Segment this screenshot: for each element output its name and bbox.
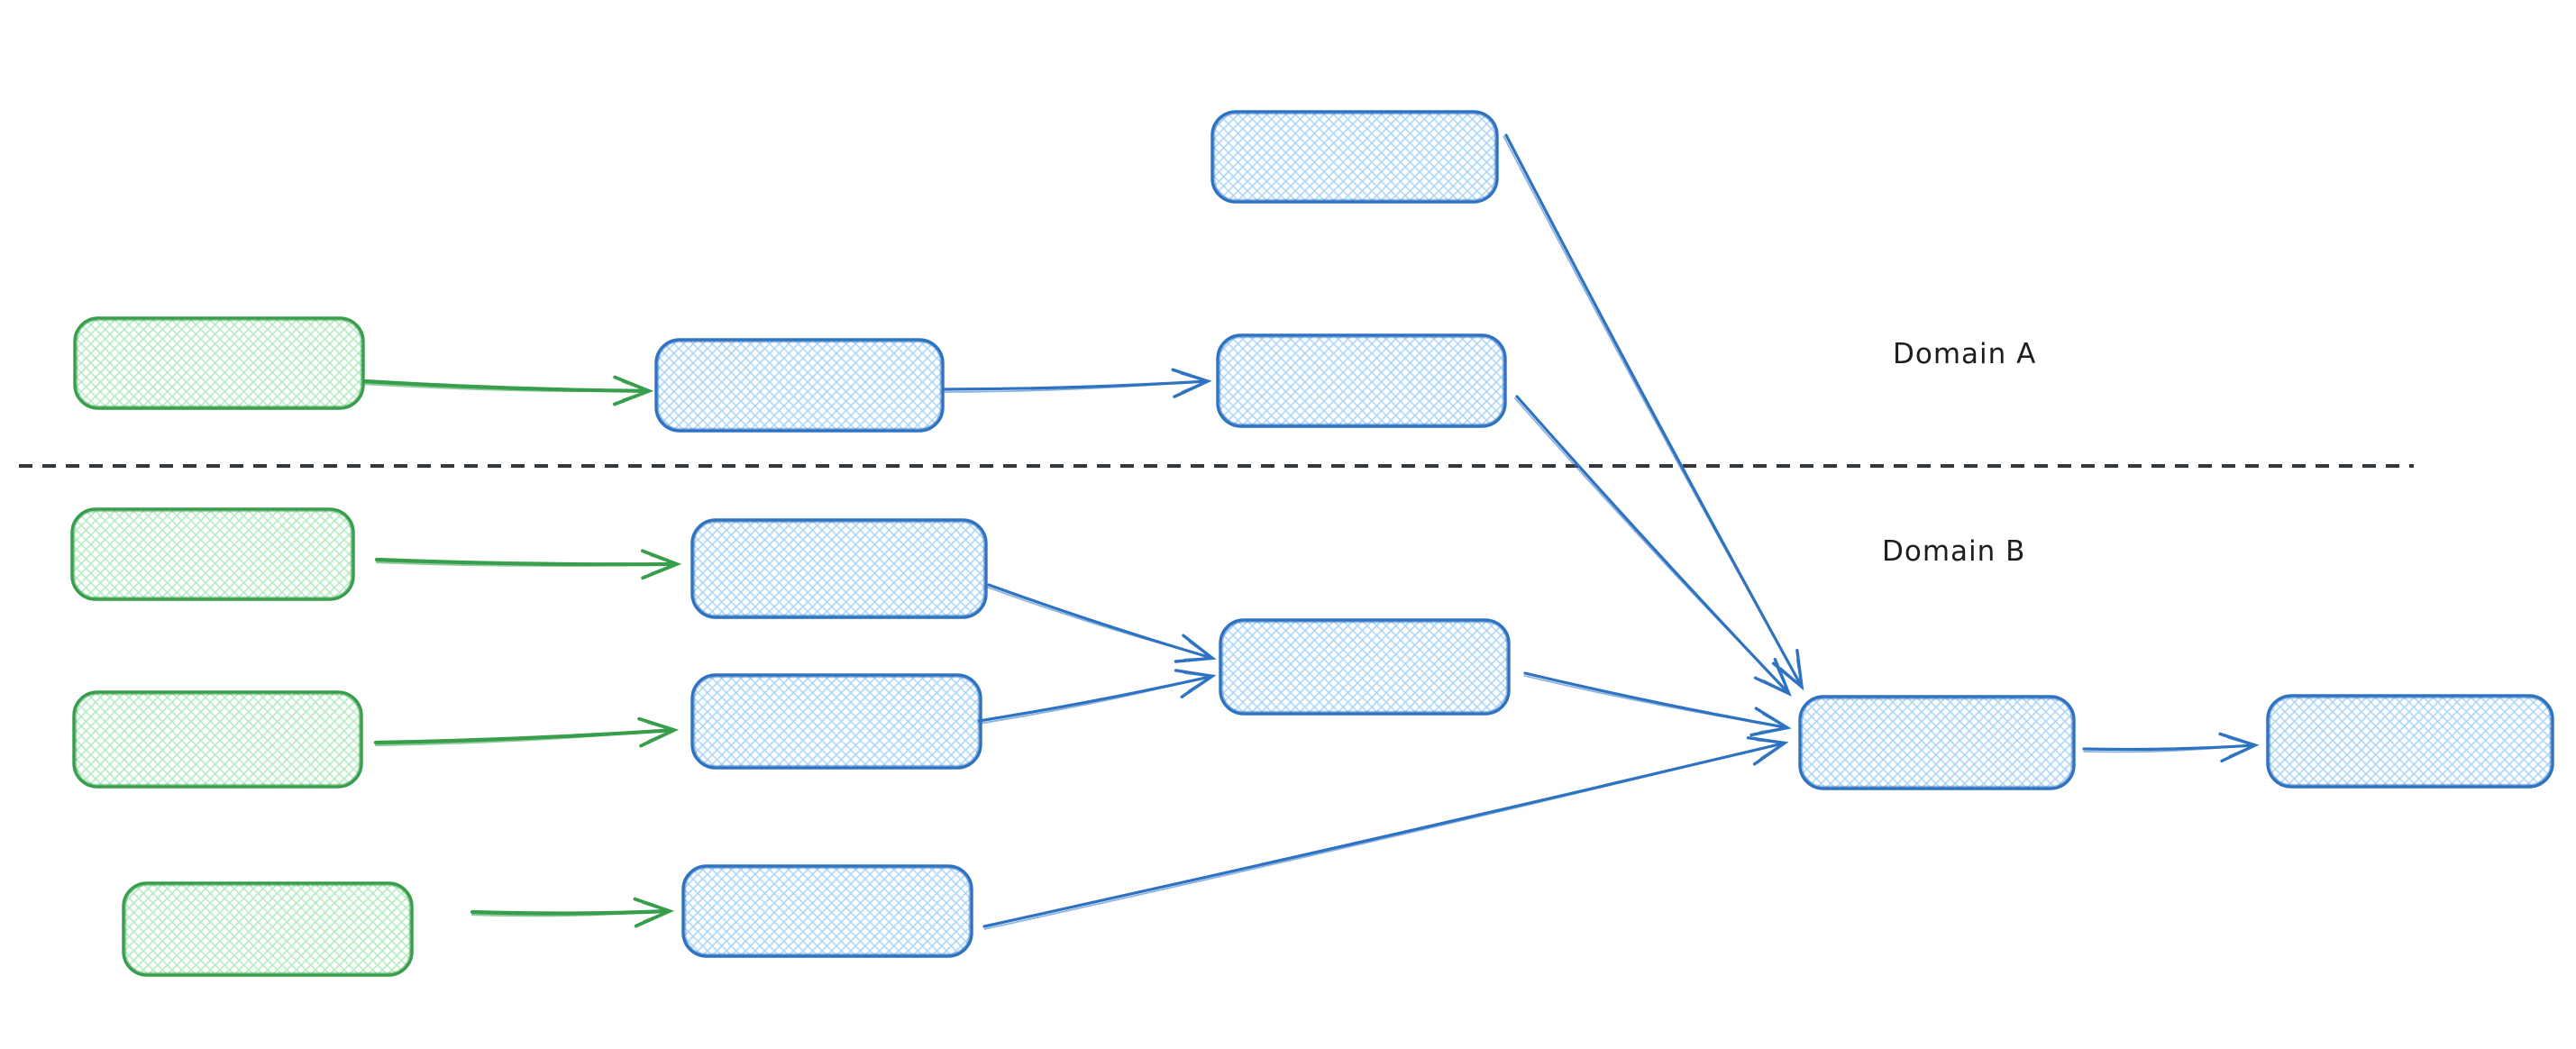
node-domain-a-stage1-sketch-border bbox=[657, 341, 942, 430]
edge-a-stage1-to-stage2[interactable] bbox=[943, 368, 1212, 398]
edge-b-stage3-to-hub[interactable] bbox=[982, 735, 1789, 928]
node-domain-b-merge-sketch-border bbox=[1221, 621, 1508, 713]
node-domain-a-stage2[interactable] bbox=[1216, 333, 1507, 428]
node-domain-a-source[interactable] bbox=[73, 316, 365, 410]
edge-a-top-to-hub[interactable] bbox=[1504, 133, 1804, 691]
edge-hub-to-output[interactable] bbox=[2082, 732, 2260, 763]
node-domain-b-source2[interactable] bbox=[72, 690, 363, 789]
edge-b-stage2-to-merge[interactable] bbox=[977, 669, 1217, 723]
node-domain-b-stage1[interactable] bbox=[690, 518, 988, 619]
domain-a-label[interactable]: Domain A bbox=[1893, 338, 2036, 370]
edge-b-source1-to-stage1[interactable] bbox=[374, 549, 682, 580]
node-domain-b-stage3[interactable] bbox=[681, 864, 973, 958]
domain-b-label[interactable]: Domain B bbox=[1882, 535, 2025, 568]
edge-b-source3-to-stage3[interactable] bbox=[470, 897, 675, 928]
edge-a-stage2-to-hub[interactable] bbox=[1515, 395, 1792, 697]
node-hub-sketch-border bbox=[1801, 698, 2073, 788]
node-domain-b-stage2[interactable] bbox=[690, 673, 982, 770]
node-domain-b-stage1-sketch-border bbox=[693, 521, 985, 616]
node-domain-b-source3[interactable] bbox=[122, 881, 414, 977]
node-domain-a-top-sketch-border bbox=[1213, 113, 1496, 201]
node-domain-b-source1[interactable] bbox=[70, 507, 355, 601]
node-domain-a-top[interactable] bbox=[1210, 110, 1499, 204]
node-domain-b-source3-sketch-border bbox=[124, 884, 411, 974]
node-domain-a-stage2-sketch-border bbox=[1219, 336, 1504, 425]
edge-a-source-to-stage1[interactable] bbox=[361, 375, 654, 406]
node-output-sketch-border bbox=[2269, 697, 2552, 786]
node-domain-b-stage3-sketch-border bbox=[684, 867, 971, 955]
node-domain-a-source-sketch-border bbox=[76, 319, 362, 407]
node-domain-a-stage1[interactable] bbox=[654, 338, 945, 433]
edge-b-merge-to-hub[interactable] bbox=[1523, 671, 1792, 737]
node-output[interactable] bbox=[2266, 694, 2554, 789]
node-domain-b-source1-sketch-border bbox=[73, 510, 352, 598]
node-domain-b-merge[interactable] bbox=[1219, 618, 1511, 716]
edge-b-stage1-to-merge[interactable] bbox=[987, 583, 1217, 663]
node-hub[interactable] bbox=[1798, 695, 2076, 790]
node-domain-b-stage2-sketch-border bbox=[693, 676, 980, 767]
node-domain-b-source2-sketch-border bbox=[75, 693, 361, 786]
edge-b-source2-to-stage2[interactable] bbox=[373, 716, 680, 748]
